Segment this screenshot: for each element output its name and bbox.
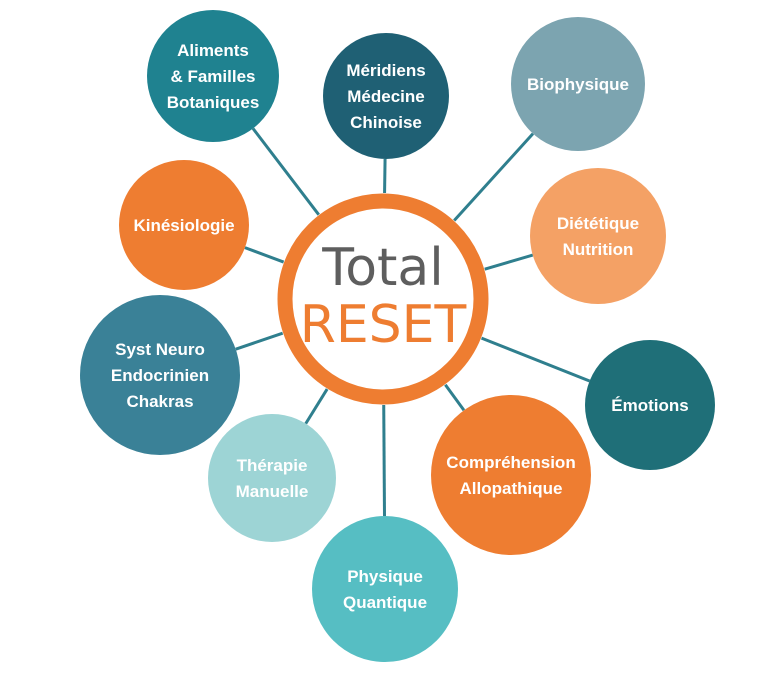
node-label-syst-neuro: Chakras [126,392,193,411]
node-circle-physique [312,516,458,662]
hub-title-reset: RESET [300,295,467,355]
connector-dietetique [484,253,534,271]
node-circle-dietetique [530,168,666,304]
connector-emotions [480,336,591,383]
connector-aliments [251,127,320,216]
node-circle-emotions [585,340,715,470]
node-label-aliments: Aliments [177,41,249,60]
node-label-syst-neuro: Syst Neuro [115,340,205,359]
node-circle-comprehension [431,395,591,555]
hub-ring [277,193,489,405]
node-circle-therapie [208,414,336,542]
node-label-physique: Quantique [343,593,427,612]
node-label-meridiens: Médecine [347,87,424,106]
node-label-dietetique: Nutrition [563,240,634,259]
connector-therapie [304,388,329,425]
node-kinesiologie: Kinésiologie [119,160,249,290]
connector-physique [382,404,386,517]
node-label-therapie: Manuelle [236,482,309,501]
node-label-kinesiologie: Kinésiologie [133,216,234,235]
connectors [235,127,591,517]
node-circle-biophysique [511,17,645,151]
node-label-comprehension: Allopathique [460,479,563,498]
node-label-emotions: Émotions [611,396,688,415]
hub: Total RESET [277,193,489,405]
node-label-aliments: & Familles [170,67,255,86]
node-emotions: Émotions [585,340,715,470]
node-circle-meridiens [323,33,449,159]
node-label-therapie: Thérapie [237,456,308,475]
node-label-meridiens: Méridiens [346,61,425,80]
node-label-comprehension: Compréhension [446,453,575,472]
hub-title-total: Total [321,238,443,298]
node-label-syst-neuro: Endocrinien [111,366,209,385]
connector-biophysique [453,132,535,222]
connector-syst-neuro [235,331,284,351]
connector-comprehension [444,383,466,412]
node-label-biophysique: Biophysique [527,75,629,94]
node-label-dietetique: Diététique [557,214,639,233]
connector-kinesiologie [244,246,285,264]
node-circle-kinesiologie [119,160,249,290]
node-circle-aliments [147,10,279,142]
node-biophysique: Biophysique [511,17,645,151]
node-label-meridiens: Chinoise [350,113,422,132]
node-circle-syst-neuro [80,295,240,455]
node-label-physique: Physique [347,567,423,586]
node-label-aliments: Botaniques [167,93,260,112]
connector-meridiens [383,158,387,194]
